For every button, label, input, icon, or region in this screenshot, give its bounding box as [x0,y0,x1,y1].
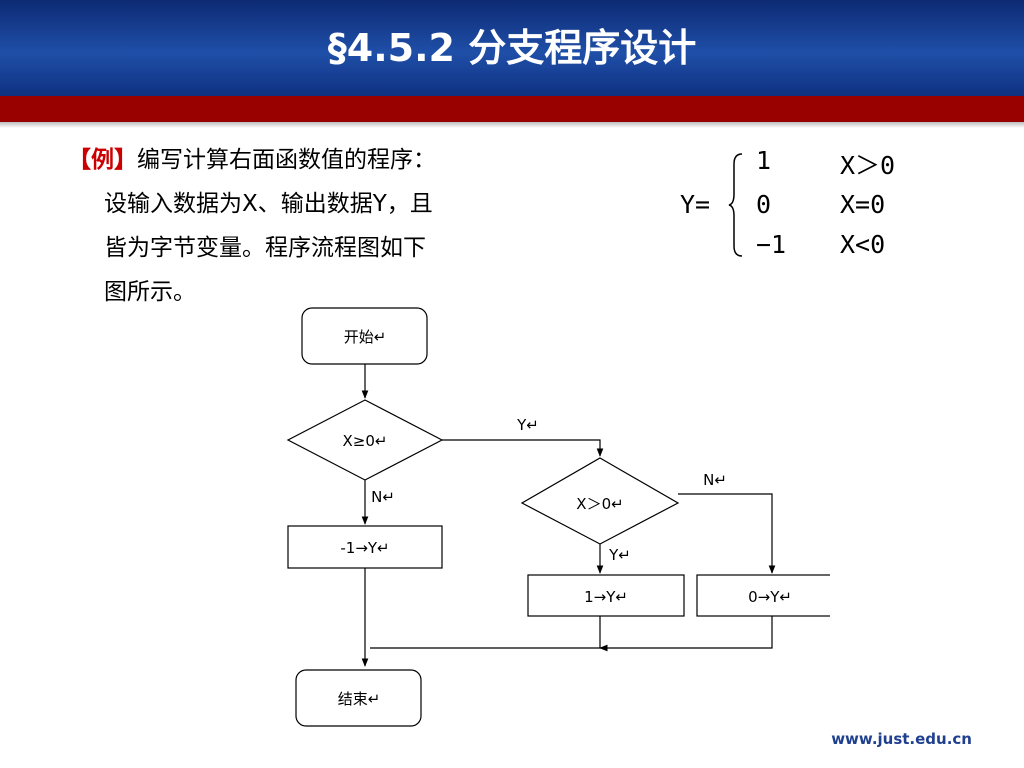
decision1-yes-label: Y↵ [516,416,539,434]
example-line: 【例】编写计算右面函数值的程序： [68,138,598,182]
case-condition-2: X=0 [840,190,886,219]
slide-title: §4.5.2 分支程序设计 [327,26,697,70]
end-terminal [295,669,422,727]
case-value-2: 0 [756,190,772,219]
process-zero-label: 0→Y↵ [748,588,792,606]
decision1-label: X≥0↵ [343,432,388,450]
edge-decision1-yes [442,439,604,457]
example-text: 编写计算右面函数值的程序： [137,147,436,173]
process-neg-label: -1→Y↵ [340,539,389,557]
flowchart: 开始↵ X≥0↵ Y↵ N↵ -1→Y↵ X＞0↵ Y↵ N↵ 1→Y↵ 0→Y… [286,307,830,727]
footer-url: www.just.edu.cn [831,730,972,748]
desc-line-3: 图所示。 [104,279,196,305]
decision-x-ge-0 [286,399,444,481]
case-condition-3: X<0 [840,230,886,259]
decision2-no-label: N↵ [703,471,727,489]
decision2-label: X＞0↵ [576,495,623,513]
case-value-3: −1 [756,230,787,259]
piecewise-function: Y= 1 X＞0 0 X=0 −1 X<0 [680,146,940,266]
title-banner [0,0,1024,96]
brace-icon [728,153,743,257]
start-label: 开始↵ [344,328,387,346]
case-condition-1: X＞0 [840,151,896,180]
shadow-divider [0,122,1024,128]
decision2-yes-label: Y↵ [608,546,631,564]
process-pos-label: 1→Y↵ [584,588,628,606]
decision1-no-label: N↵ [371,488,395,506]
formula-lhs: Y= [680,190,711,219]
red-divider-bar [0,96,1024,122]
end-label: 结束↵ [338,690,381,708]
desc-line-1: 设输入数据为X、输出数据Y，且 [104,191,433,217]
start-terminal [301,307,428,365]
edge-zero-to-merge [599,616,773,652]
case-value-1: 1 [756,146,772,175]
process-one [527,574,685,617]
decision-x-gt-0 [520,457,680,545]
edge-decision2-no [678,493,776,574]
problem-statement: 【例】编写计算右面函数值的程序： 设输入数据为X、输出数据Y，且 皆为字节变量。… [68,138,598,314]
edge-pos-to-merge [370,616,601,649]
process-minus-one [287,525,443,569]
desc-line-2: 皆为字节变量。程序流程图如下 [104,235,426,261]
example-tag: 【例】 [68,147,137,173]
process-zero [696,574,830,617]
